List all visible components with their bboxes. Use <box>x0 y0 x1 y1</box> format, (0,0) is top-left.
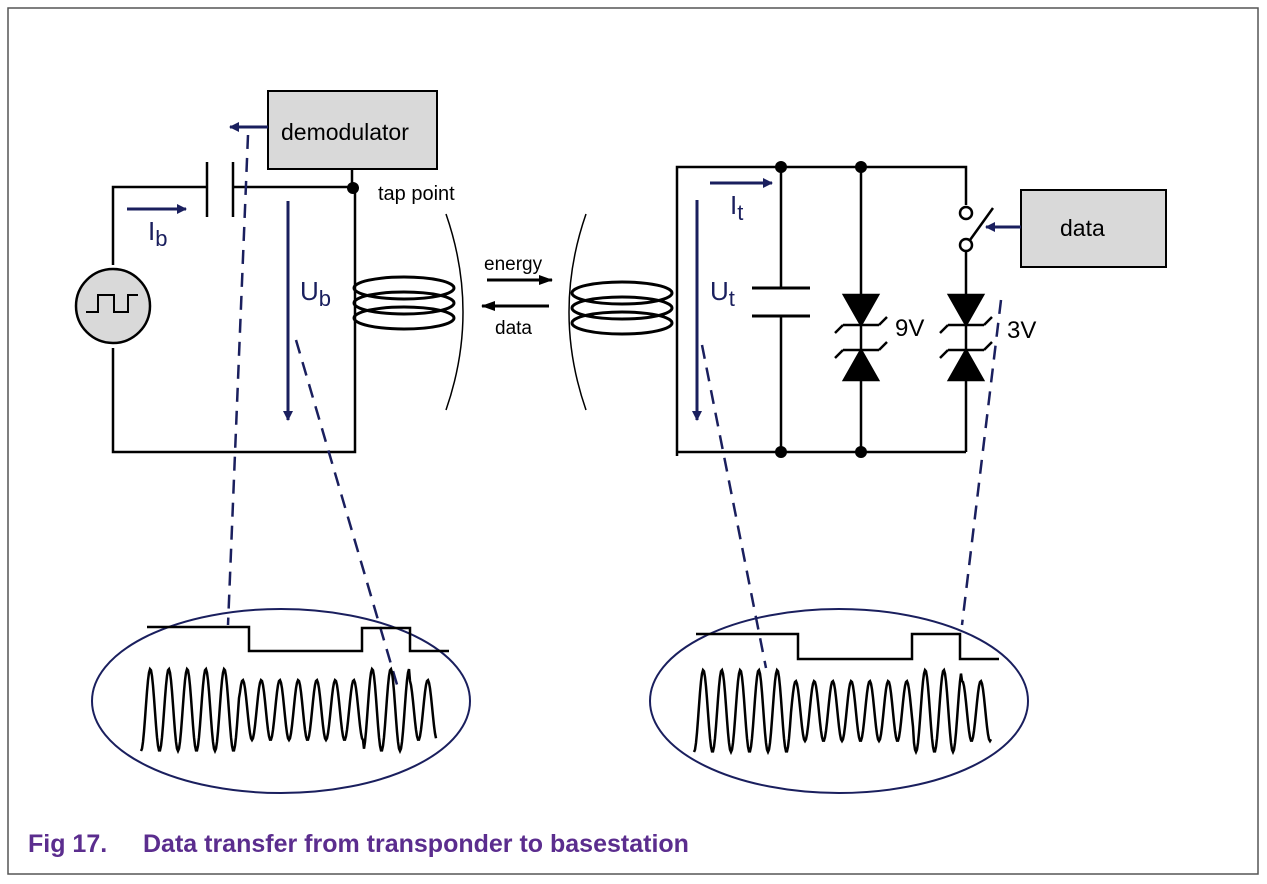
ut-label: Ut <box>710 276 735 311</box>
figure-frame <box>7 7 1259 875</box>
figure-title: Data transfer from transponder to basest… <box>143 830 689 858</box>
demodulator-box: demodulator <box>267 90 438 170</box>
figure-caption: Fig 17. Data transfer from transponder to… <box>28 830 689 859</box>
zener-9v-label: 9V <box>895 315 924 342</box>
node-top-cap <box>775 161 787 173</box>
figure-number: Fig 17. <box>28 830 108 858</box>
basestation-coil <box>352 275 456 331</box>
energy-label: energy <box>484 254 543 275</box>
tap-point-node <box>347 182 359 194</box>
transponder-field-arc <box>568 213 587 411</box>
basestation-field-arc <box>445 213 464 411</box>
square-wave-source <box>74 267 152 345</box>
node-top-zener <box>855 161 867 173</box>
leader-lines <box>226 134 1003 689</box>
data-box-label: data <box>1060 215 1105 241</box>
ib-label: Ib <box>148 216 167 251</box>
demodulator-label: demodulator <box>281 119 409 145</box>
basestation-carrier-waveform <box>139 666 438 755</box>
data-return-label: data <box>495 318 532 339</box>
data-switch <box>958 205 995 253</box>
transponder-data-bits <box>696 632 999 661</box>
ub-label: Ub <box>300 276 331 311</box>
transponder-carrier-waveform <box>692 667 993 756</box>
node-bottom-cap <box>775 446 787 458</box>
transponder-circuit <box>675 165 968 456</box>
basestation-waveform-ellipse <box>91 608 471 794</box>
data-box: data <box>1020 189 1167 268</box>
zener-9v-diodes <box>834 293 888 382</box>
it-label: It <box>730 190 743 225</box>
basestation-data-bits <box>147 625 449 653</box>
transponder-coil <box>570 280 674 336</box>
transponder-waveform-ellipse <box>649 608 1029 794</box>
tap-point-label: tap point <box>378 183 455 205</box>
zener-3v-label: 3V <box>1007 317 1036 344</box>
zener-3v-diodes <box>939 293 993 382</box>
node-bottom-zener <box>855 446 867 458</box>
